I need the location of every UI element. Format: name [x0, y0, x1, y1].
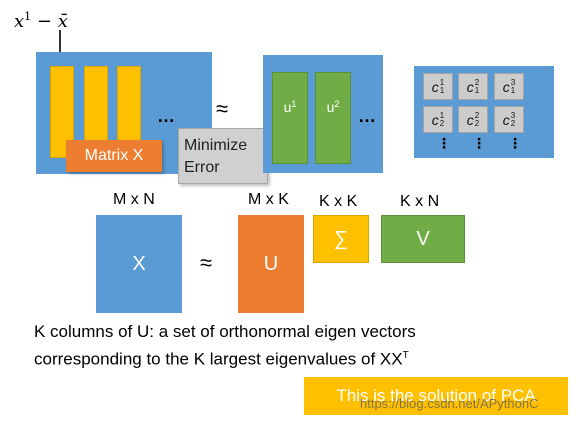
eq-op: −: [31, 11, 58, 32]
ellipsis: …: [358, 106, 376, 126]
min-error-line2: Error: [184, 159, 220, 176]
ellipsis: …: [157, 106, 175, 126]
watermark: https://blog.csdn.net/APythonC: [360, 396, 539, 411]
solution-banner: This is the solution of PCA: [304, 377, 568, 415]
eq-base: x: [14, 11, 25, 32]
vertical-ellipsis: ⋮: [508, 136, 522, 150]
vertical-ellipsis: ⋮: [437, 136, 451, 150]
eq-sup: 1: [24, 10, 32, 23]
description-line2: corresponding to the K largest eigenvalu…: [34, 349, 409, 369]
matrix-v: V: [381, 215, 465, 263]
dim-v: K x N: [400, 193, 440, 210]
minimize-error-box: Minimize Error: [178, 128, 268, 184]
dim-u: M x K: [248, 191, 289, 208]
equation-label: x1 − x̄: [14, 10, 68, 32]
vertical-ellipsis: ⋮: [472, 136, 486, 150]
approx-symbol: ≈: [200, 250, 213, 275]
description-text: K columns of U: a set of orthonormal eig…: [34, 320, 416, 372]
approx-symbol: ≈: [216, 96, 229, 121]
matrix-x-label: Matrix X: [66, 140, 162, 172]
description-line1: K columns of U: a set of orthonormal eig…: [34, 322, 416, 341]
matrix-x-small: X: [96, 215, 182, 313]
dim-sigma: K x K: [319, 193, 358, 210]
dim-x: M x N: [113, 191, 155, 208]
matrix-u-small: U: [238, 215, 304, 313]
eq-mean: x̄: [57, 11, 68, 32]
matrix-sigma: ∑: [313, 215, 369, 263]
min-error-line1: Minimize: [184, 137, 248, 154]
